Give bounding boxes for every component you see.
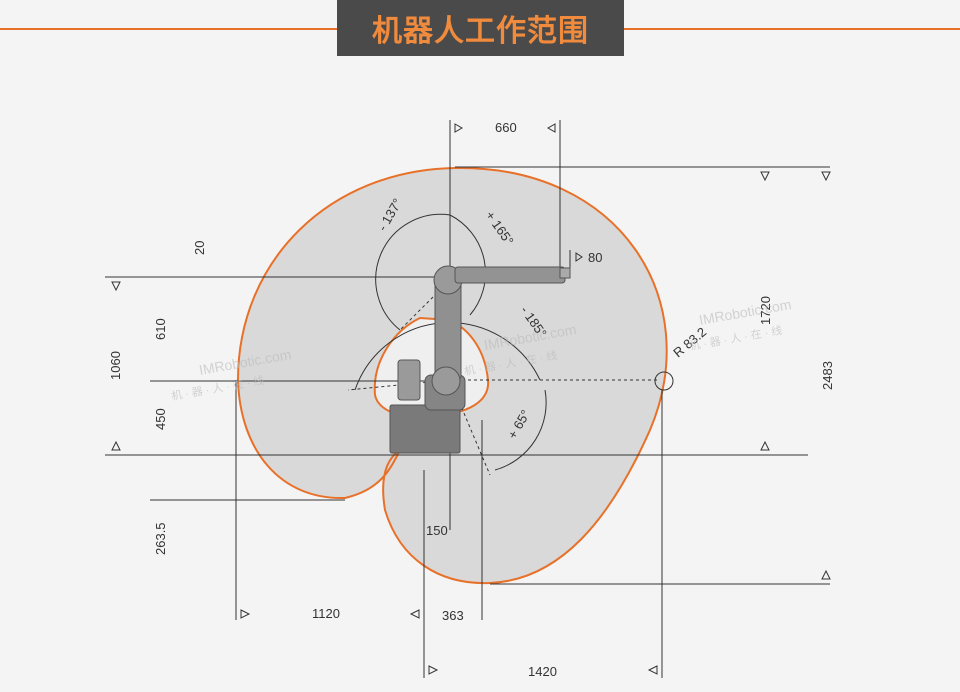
watermark-right: IMRobotic.com 机 · 器 · 人 · 在 · 线 [688, 296, 792, 353]
dim-150: 150 [426, 523, 448, 538]
dashed-rays [347, 279, 660, 476]
dim-80: 80 [588, 250, 602, 265]
dimension-arrows [111, 123, 831, 675]
title-rule-left [0, 28, 337, 30]
dim-1720: 1720 [758, 296, 773, 325]
dim-660: 660 [495, 120, 517, 135]
dim-1120: 1120 [312, 606, 340, 621]
dim-363: 363 [442, 608, 464, 623]
dim-20: 20 [192, 241, 207, 255]
dim-610: 610 [153, 318, 168, 340]
dim-1060: 1060 [108, 351, 123, 380]
dim-263: 263.5 [153, 522, 168, 555]
title-rule-right [624, 28, 960, 30]
page-title: 机器人工作范围 [337, 0, 624, 56]
svg-text:IMRobotic.com: IMRobotic.com [698, 296, 793, 328]
tool-center [654, 371, 674, 391]
dim-450: 450 [153, 408, 168, 430]
robot-arm [389, 265, 571, 454]
dim-2483: 2483 [820, 361, 835, 390]
reference-lines [105, 120, 830, 678]
dim-1420: 1420 [528, 664, 557, 679]
